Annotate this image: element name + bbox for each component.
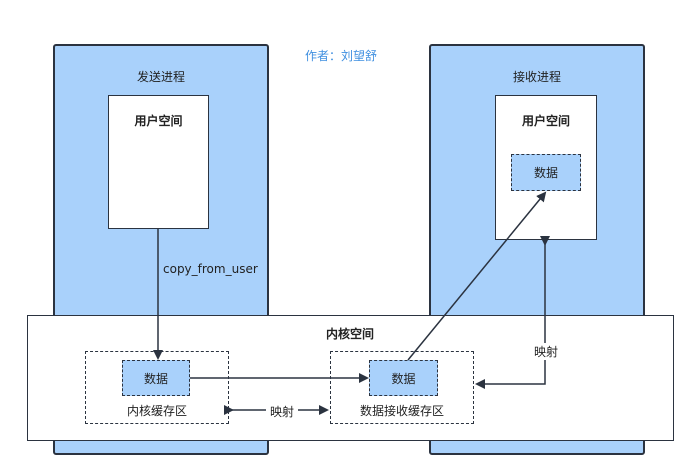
kernel-space-title: 内核空间 <box>325 327 374 341</box>
receiver-data-block: 数据 <box>511 154 581 191</box>
sender-process-title: 发送进程 <box>136 70 185 84</box>
author-credit: 作者：刘望舒 <box>305 49 378 63</box>
receive-to-user-arrow <box>407 191 547 361</box>
receive-buffer-data-block: 数据 <box>369 360 438 396</box>
kernel-buffer-data-block: 数据 <box>122 360 190 396</box>
receiver-process-title: 接收进程 <box>512 70 561 84</box>
kernel-buffer-data-label: 数据 <box>143 371 168 386</box>
receive-buffer-data-label: 数据 <box>391 371 416 386</box>
receiver-user-space-label: 用户空间 <box>521 114 570 128</box>
mmap-bottom-label: 映射 <box>266 403 298 420</box>
sender-user-space-label: 用户空间 <box>134 114 183 128</box>
receiver-data-label: 数据 <box>533 166 558 180</box>
sender-user-space <box>108 95 209 229</box>
copy-from-user-label: copy_from_user <box>163 262 258 276</box>
kernel-buffer-label: 内核缓存区 <box>126 404 187 418</box>
mmap-right-arrow <box>475 236 550 389</box>
mmap-right-label: 映射 <box>530 343 562 360</box>
receive-buffer-label: 数据接收缓存区 <box>359 404 444 418</box>
receive-buffer-region <box>330 351 474 424</box>
